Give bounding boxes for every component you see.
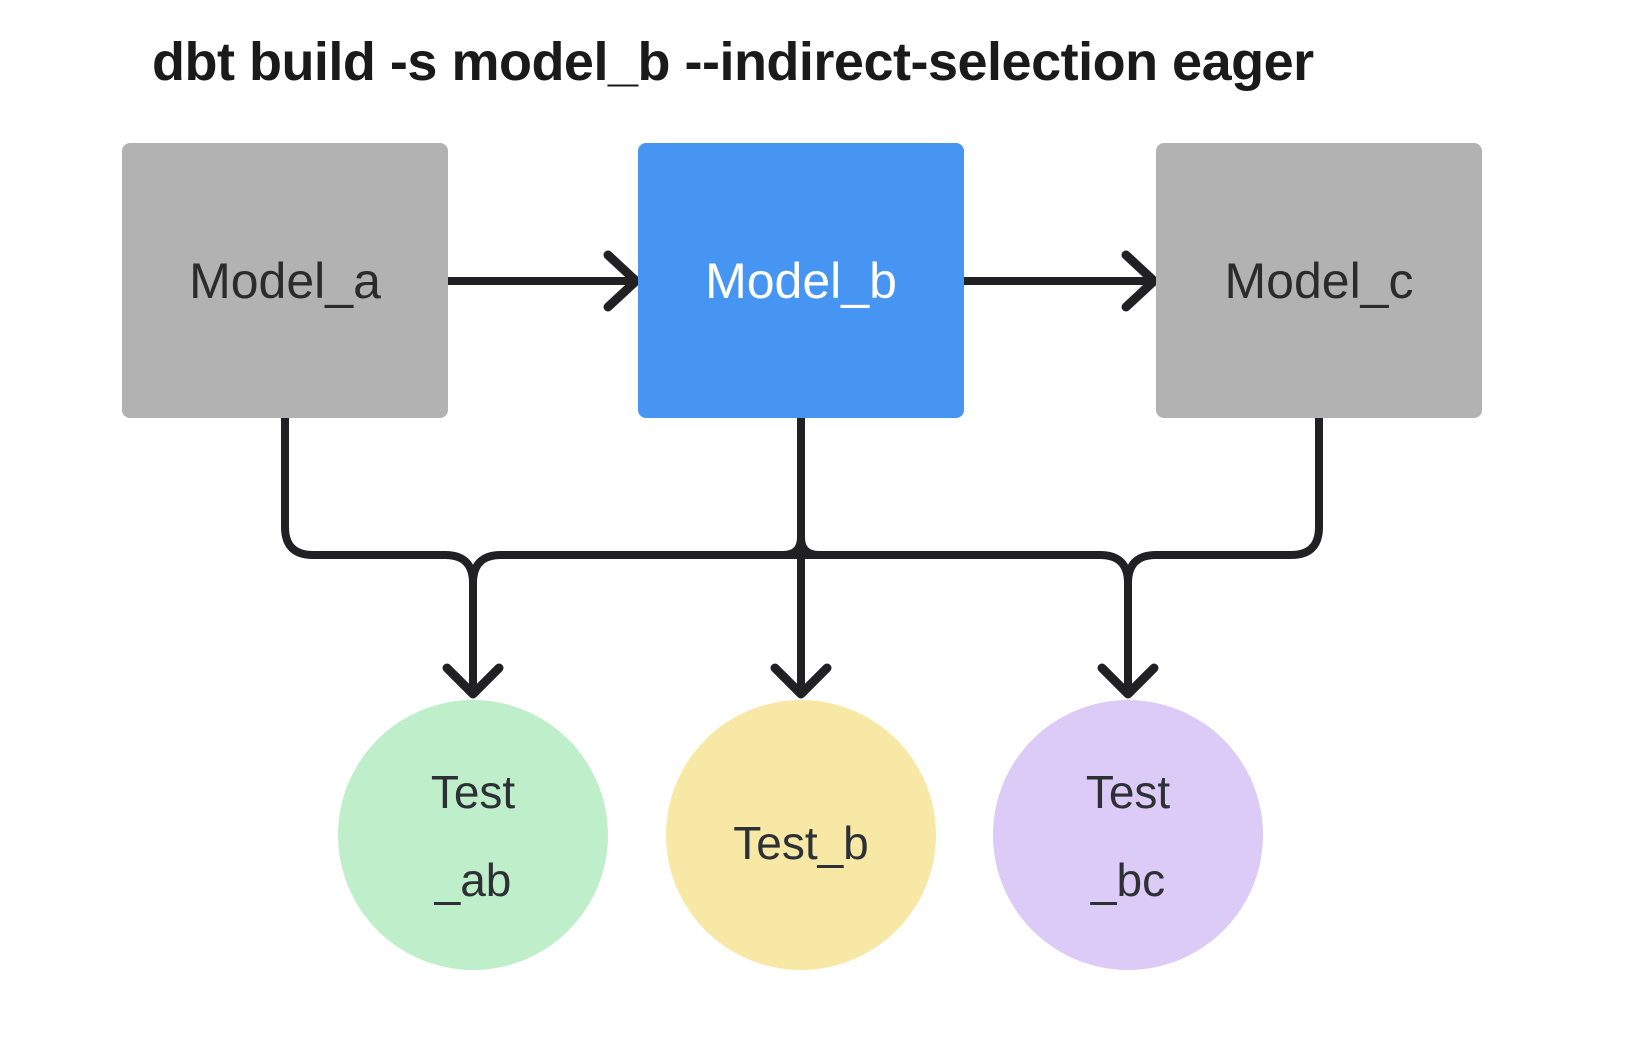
node-test-ab-circle xyxy=(338,700,608,970)
node-model-c-box xyxy=(1156,143,1482,418)
node-test-bc-label-line2: _bc xyxy=(1090,854,1165,906)
node-test-ab-label-line2: _ab xyxy=(434,854,512,906)
node-test-b-circle xyxy=(666,700,936,970)
arrowhead-test-b-icon xyxy=(770,663,832,699)
arrowhead-test-bc-icon xyxy=(1097,663,1159,699)
edge-bus-merge-test-ab xyxy=(441,551,505,587)
node-test-ab: Test _ab xyxy=(338,700,608,970)
node-model-b: Model_b xyxy=(638,143,964,418)
node-model-a-label: Model_a xyxy=(189,253,381,309)
arrowhead-right-icon xyxy=(1121,250,1159,312)
node-test-bc: Test _bc xyxy=(993,700,1263,970)
node-model-b-box xyxy=(638,143,964,418)
edge-model-a-drop-to-bus xyxy=(281,410,449,559)
node-model-b-label: Model_b xyxy=(705,253,897,309)
node-test-bc-circle xyxy=(993,700,1263,970)
edge-model-c-drop-to-bus xyxy=(1152,410,1323,559)
edge-model-b-to-model-c xyxy=(960,250,1159,312)
node-model-a-box xyxy=(122,143,448,418)
arrowhead-test-ab-icon xyxy=(442,663,504,699)
node-test-bc-label-line1: Test xyxy=(1086,766,1171,818)
edge-bus-merge-test-bc xyxy=(1096,551,1160,587)
arrowhead-right-icon xyxy=(603,250,641,312)
node-test-ab-label-line1: Test xyxy=(431,766,516,818)
node-model-c: Model_c xyxy=(1156,143,1482,418)
node-model-c-label: Model_c xyxy=(1225,253,1414,309)
edge-model-a-to-model-b xyxy=(444,250,641,312)
edges-models-to-tests xyxy=(281,410,1323,699)
diagram-title: dbt build -s model_b --indirect-selectio… xyxy=(152,32,1314,92)
node-test-b: Test_b xyxy=(666,700,936,970)
node-model-a: Model_a xyxy=(122,143,448,418)
edge-bus-fillet-model-b xyxy=(779,533,823,559)
node-test-b-label: Test_b xyxy=(733,817,869,869)
